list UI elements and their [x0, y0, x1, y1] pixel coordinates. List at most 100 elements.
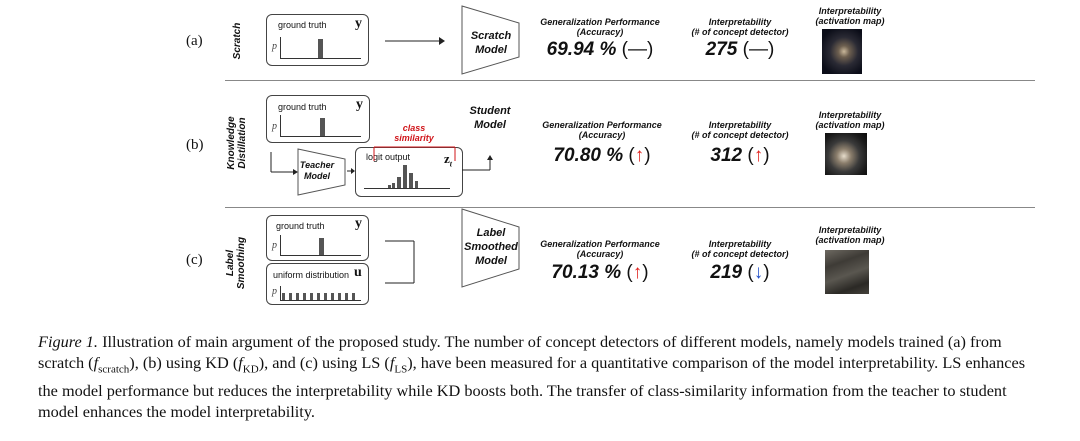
row-b-method-label: Knowledge Distillation — [226, 105, 250, 181]
row-b-gen-value: 70.80 % (↑) — [532, 145, 672, 167]
row-c-model-trapezoid — [461, 208, 520, 288]
row-b-gen-close: ) — [644, 145, 651, 166]
row-b-logit-var: zt — [444, 151, 452, 169]
separator-b-c — [225, 207, 1035, 208]
row-c-gen-open: ( — [626, 262, 633, 283]
row-a-gt-axis — [280, 37, 361, 59]
row-c-interp-number: 219 — [710, 262, 743, 283]
caption-part2: ), (b) using KD ( — [129, 353, 239, 372]
row-b-gen-title-1: Generalization Performance — [542, 120, 662, 130]
row-b-gt-bar — [320, 118, 325, 136]
caption-part1: Illustration of main argument of the pro… — [38, 332, 1002, 372]
row-a-map-title-1: Interpretability — [818, 6, 882, 16]
row-b-map-title-2: (activation map) — [815, 120, 885, 130]
row-c-activation-map-image — [825, 250, 869, 294]
row-c-uniform-bar — [352, 293, 355, 300]
row-b-interp-number: 312 — [710, 145, 743, 166]
row-c-p-label: p — [272, 240, 277, 251]
row-b-logit-var-sub: t — [449, 159, 453, 169]
row-b-interp-title-1: Interpretability — [708, 120, 772, 130]
row-a-activation-map-image — [822, 29, 862, 74]
row-c-interp-value: 219 (↓) — [675, 262, 805, 284]
row-a-interp-title-1: Interpretability — [708, 17, 772, 27]
row-a-gen-number: 69.94 % — [546, 39, 617, 60]
row-a-model-line1: Scratch — [470, 30, 512, 42]
row-b-interp-up-arrow-icon: ↑ — [753, 145, 764, 166]
separator-a-b — [225, 80, 1035, 81]
row-b-logit-axis — [364, 188, 450, 189]
row-a-model-line2: Model — [475, 44, 507, 56]
row-c-uniform-p-label: p — [272, 286, 277, 297]
row-a-interp-indicator: (—) — [742, 39, 775, 60]
caption-f-kd: f — [238, 353, 243, 372]
caption-part3: ), and (c) using LS ( — [258, 353, 390, 372]
row-b-logit-var-z: z — [444, 151, 450, 166]
row-b-tag: (b) — [186, 137, 204, 153]
row-c-tag: (c) — [186, 252, 203, 268]
row-b-logit-bar — [415, 181, 418, 188]
row-b-logit-bars — [388, 165, 418, 188]
row-b-model-line1: Student — [469, 105, 511, 117]
row-b-gen-up-arrow-icon: ↑ — [634, 145, 645, 166]
row-c-interp-open: ( — [747, 262, 754, 283]
row-b-model-name: Student Model — [462, 104, 518, 132]
row-b-activation-map-image — [825, 133, 867, 175]
row-c-map-title-1: Interpretability — [818, 225, 882, 235]
row-b-gen-title-2: (Accuracy) — [578, 130, 626, 140]
row-b-logit-bar — [403, 165, 407, 188]
row-b-gen-open: ( — [628, 145, 635, 166]
caption-f-kd-sub: KD — [242, 363, 259, 376]
row-c-method-label: Label Smoothing — [225, 235, 249, 291]
row-c-uniform-bar — [338, 293, 341, 300]
row-b-teacher-line2: Model — [304, 171, 330, 181]
row-b-teacher-to-logit-arrow — [347, 168, 355, 174]
row-c-gen-close: ) — [642, 262, 649, 283]
row-c-ground-truth-var: y — [355, 216, 362, 231]
figure-caption: Figure 1. Illustration of main argument … — [38, 331, 1048, 422]
row-b-logit-to-student-arrow — [462, 155, 493, 171]
row-b-logit-box: logit output zt — [355, 147, 463, 197]
row-b-teacher-connector — [270, 152, 298, 175]
row-b-logit-bar — [397, 177, 401, 188]
row-c-uniform-bar — [289, 293, 292, 300]
caption-f-ls: f — [389, 353, 395, 372]
row-b-interp-title-2: (# of concept detector) — [691, 130, 789, 140]
row-b-gt-axis — [280, 115, 361, 137]
row-a-ground-truth-var: y — [355, 16, 362, 31]
row-b-class-similarity-bracket — [373, 146, 456, 161]
row-c-gt-axis — [280, 235, 361, 256]
row-c-ground-truth-label: ground truth — [276, 221, 325, 231]
row-c-model-line2: Smoothed — [464, 241, 518, 253]
row-c-uniform-bar — [296, 293, 299, 300]
row-c-map-title-2: (activation map) — [815, 235, 885, 245]
row-a-model-trapezoid — [461, 5, 520, 75]
row-a-interp-title-2: (# of concept detector) — [691, 27, 789, 37]
row-b-gen-number: 70.80 % — [553, 145, 624, 166]
caption-f-ls-sub: LS — [394, 363, 408, 376]
row-b-ground-truth-label: ground truth — [278, 102, 327, 112]
row-c-uniform-bar — [310, 293, 313, 300]
row-a-interp-title: Interpretability (# of concept detector) — [675, 17, 805, 37]
row-b-interp-title: Interpretability (# of concept detector) — [675, 120, 805, 140]
row-b-teacher-trapezoid — [297, 148, 346, 196]
row-a-interp-number: 275 — [705, 39, 738, 60]
row-c-method-line1: Label — [225, 249, 236, 277]
row-a-arrow — [385, 37, 445, 45]
row-b-interp-value: 312 (↑) — [675, 145, 805, 167]
row-b-method-line1: Knowledge — [226, 116, 237, 170]
row-b-logit-bar — [392, 183, 395, 188]
row-b-teacher-line1: Teacher — [299, 160, 335, 170]
row-b-method-line2: Distillation — [237, 117, 248, 169]
row-b-class-similarity-line2: similarity — [394, 133, 434, 143]
row-c-ground-truth-box: ground truth y p — [266, 215, 369, 261]
row-c-model-line1: Label — [476, 227, 506, 239]
row-a-gen-value: 69.94 % (—) — [530, 39, 670, 61]
row-c-uniform-bars — [282, 293, 355, 300]
row-c-model-name: Label Smoothed Model — [459, 226, 523, 268]
row-b-logit-label: logit output — [366, 152, 411, 162]
caption-f-scratch-sub: scratch — [98, 363, 130, 376]
caption-part4: ), have been measured for a quantitative… — [38, 353, 1026, 422]
row-c-uniform-bar — [303, 293, 306, 300]
row-c-interp-title: Interpretability (# of concept detector) — [675, 239, 805, 259]
row-b-ground-truth-box: ground truth y p — [266, 95, 370, 143]
